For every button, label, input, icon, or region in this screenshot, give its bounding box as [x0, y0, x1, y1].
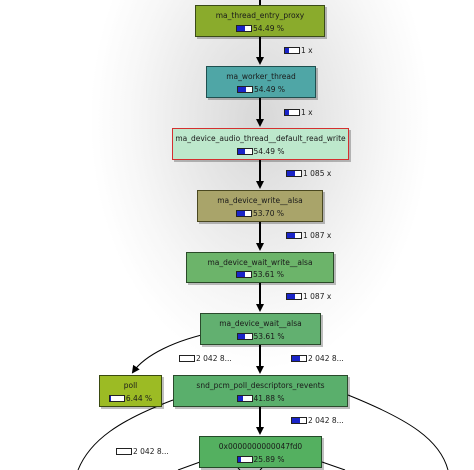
node-ma-thread-entry-proxy[interactable]: ma_thread_entry_proxy 54.49 % [195, 5, 325, 37]
call-ratio-bar-icon [116, 447, 132, 455]
node-0x47fd0[interactable]: 0x0000000000047fd0 25.89 % [199, 436, 322, 468]
node-snd-pcm-poll-descriptors-revents[interactable]: snd_pcm_poll_descriptors_revents 41.88 % [173, 375, 348, 407]
percentage-bar-icon [236, 209, 252, 217]
node-percentage: 54.49 % [207, 85, 315, 94]
node-percentage: 25.89 % [200, 455, 321, 464]
call-ratio-bar-icon [179, 354, 195, 362]
call-ratio-bar-icon [291, 416, 307, 424]
node-ma-device-write-alsa[interactable]: ma_device_write__alsa 53.70 % [197, 190, 323, 222]
node-ma-worker-thread[interactable]: ma_worker_thread 54.49 % [206, 66, 316, 98]
edge-label-call-count: 1 087 x [286, 231, 331, 240]
percentage-bar-icon [236, 455, 253, 463]
node-label: ma_device_wait_write__alsa [207, 258, 313, 267]
edge-line-e9 [77, 399, 174, 470]
edge-line-e10 [347, 394, 449, 470]
node-percentage: 6.44 % [100, 394, 161, 403]
edge-label-call-count: 2 042 8... [179, 354, 232, 363]
edge-label-call-count: 1 085 x [286, 169, 331, 178]
node-label: snd_pcm_poll_descriptors_revents [196, 381, 325, 390]
percentage-bar-icon [236, 332, 253, 340]
edge-label-call-count: 1 x [284, 46, 313, 55]
edge-label-call-count: 2 042 8... [291, 416, 344, 425]
edge-label-call-count: 1 x [284, 108, 313, 117]
node-label: ma_device_wait__alsa [219, 319, 302, 328]
call-ratio-bar-icon [286, 231, 302, 239]
percentage-bar-icon [236, 147, 253, 155]
node-percentage: 41.88 % [174, 394, 347, 403]
node-poll[interactable]: poll 6.44 % [99, 375, 162, 407]
edge-label-call-count: 2 042 8... [116, 447, 169, 456]
node-label: ma_worker_thread [226, 72, 296, 81]
node-label: 0x0000000000047fd0 [218, 442, 303, 451]
node-percentage: 54.49 % [196, 24, 324, 33]
node-percentage: 53.61 % [187, 270, 333, 279]
node-label: ma_device_audio_thread__default_read_wri… [175, 134, 346, 143]
edge-label-call-count: 2 042 8... [291, 354, 344, 363]
percentage-bar-icon [108, 394, 125, 402]
call-ratio-bar-icon [291, 354, 307, 362]
node-label: poll [123, 381, 138, 390]
node-ma-device-wait-alsa[interactable]: ma_device_wait__alsa 53.61 % [200, 313, 321, 345]
node-percentage: 53.70 % [198, 209, 322, 218]
node-ma-device-wait-write-alsa[interactable]: ma_device_wait_write__alsa 53.61 % [186, 252, 334, 283]
edge-label-call-count: 1 087 x [286, 292, 331, 301]
node-percentage: 54.49 % [173, 147, 348, 156]
call-ratio-bar-icon [284, 108, 300, 116]
node-ma-device-audio-thread[interactable]: ma_device_audio_thread__default_read_wri… [172, 128, 349, 160]
call-ratio-bar-icon [284, 46, 300, 54]
node-percentage: 53.61 % [201, 332, 320, 341]
percentage-bar-icon [237, 85, 253, 93]
call-ratio-bar-icon [286, 169, 302, 177]
node-label: ma_thread_entry_proxy [215, 11, 305, 20]
percentage-bar-icon [236, 394, 253, 402]
edge-line-e12 [321, 461, 346, 470]
call-ratio-bar-icon [286, 292, 302, 300]
node-label: ma_device_write__alsa [217, 196, 303, 205]
edge-line-e11 [177, 461, 201, 470]
percentage-bar-icon [236, 270, 252, 278]
percentage-bar-icon [236, 24, 252, 32]
